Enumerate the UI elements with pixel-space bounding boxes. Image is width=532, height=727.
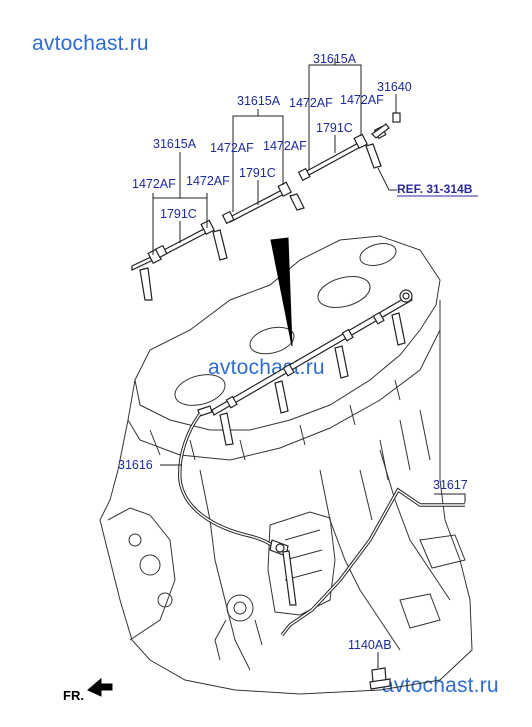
front-direction-arrow (87, 677, 113, 697)
engine-block (99, 235, 473, 695)
label-31615a-mid: 31615A (237, 94, 281, 108)
label-1472af-left-1: 1472AF (132, 177, 176, 191)
label-1472af-right-1: 1472AF (289, 96, 333, 110)
assembly-pointer-arrow (270, 237, 293, 347)
label-1791c-right: 1791C (316, 121, 353, 135)
label-fr: FR. (63, 688, 84, 703)
label-1791c-left: 1791C (160, 207, 197, 221)
label-1472af-right-2: 1472AF (340, 93, 384, 107)
upper-leader-lines (152, 58, 397, 255)
label-1472af-mid-1: 1472AF (210, 141, 254, 155)
installed-return-rail (197, 289, 413, 446)
watermark-top: avtochast.ru (32, 32, 149, 55)
watermark-bottom: avtochast.ru (382, 674, 499, 697)
label-31617: 31617 (433, 478, 468, 492)
bolt-1140ab (369, 667, 391, 690)
label-1472af-mid-2: 1472AF (263, 139, 307, 153)
upper-return-rail (131, 112, 401, 301)
label-31616: 31616 (118, 458, 153, 472)
label-ref-31-314b: REF. 31-314B (397, 182, 473, 196)
label-31615a-left: 31615A (153, 137, 197, 151)
label-1791c-mid: 1791C (239, 166, 276, 180)
label-1472af-left-2: 1472AF (186, 174, 230, 188)
label-1140ab: 1140AB (348, 638, 392, 652)
label-31615a-right: 31615A (313, 52, 357, 66)
label-31640: 31640 (377, 80, 412, 94)
